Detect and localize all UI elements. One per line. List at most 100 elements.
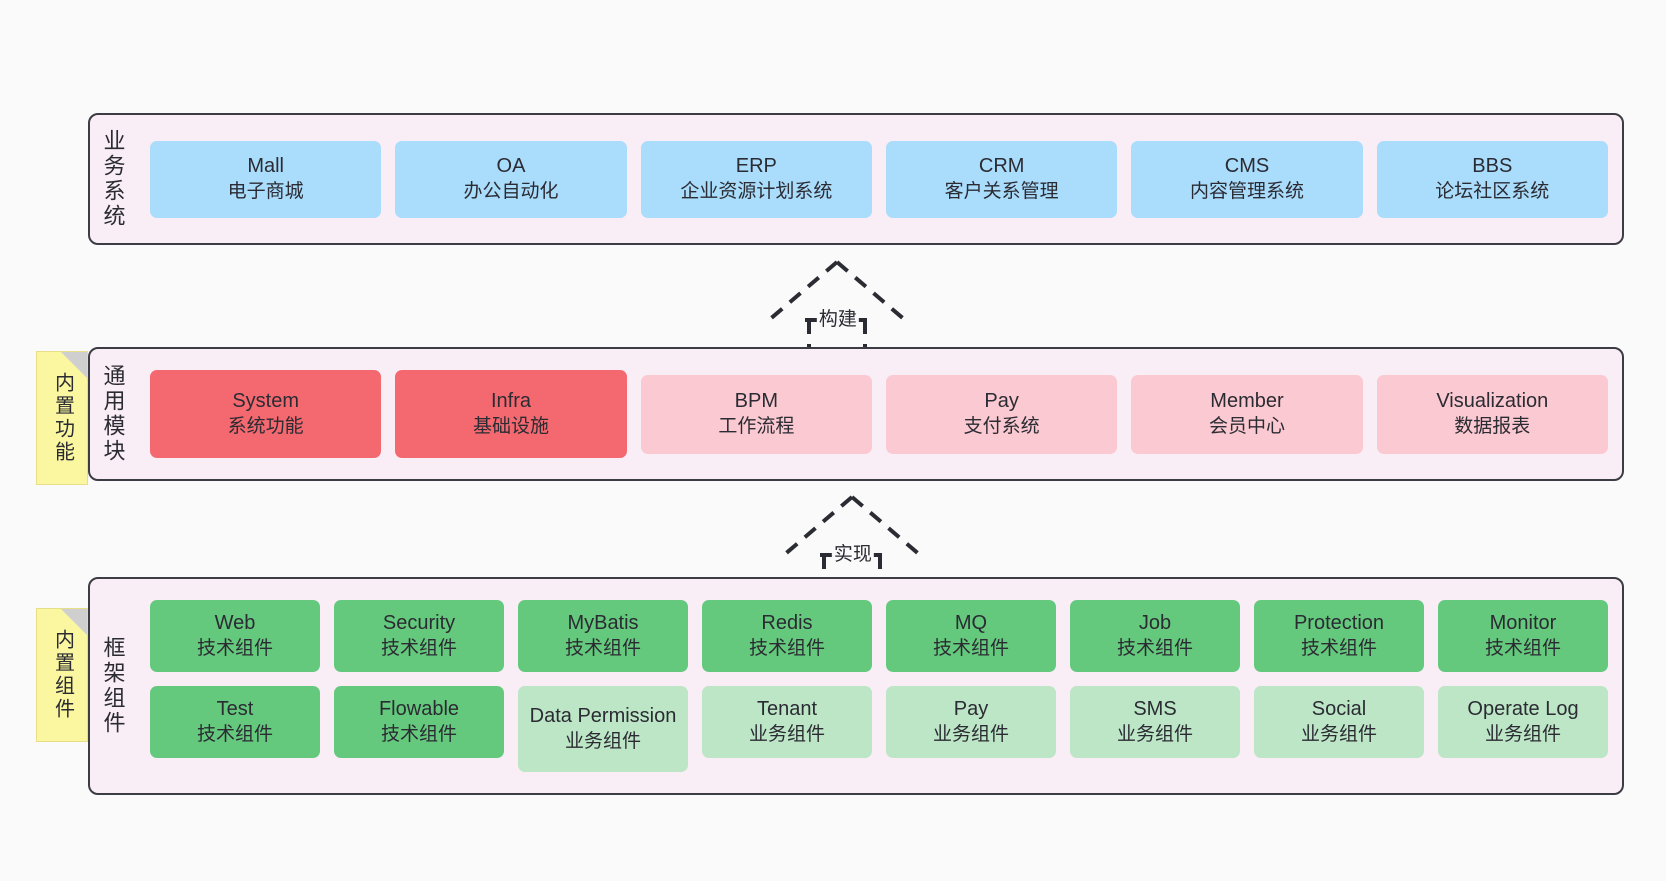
card-subtitle: 办公自动化 [463, 180, 559, 202]
connector-build: 构建 [757, 258, 917, 354]
card-title: OA [496, 155, 526, 178]
card-title: MyBatis [567, 612, 639, 635]
card-title: BPM [734, 390, 778, 413]
card-title: Member [1210, 390, 1284, 413]
layer-general-modules-title: 通用模块 [100, 364, 126, 464]
card-subtitle: 业务组件 [1300, 723, 1377, 745]
card-title: Social [1311, 698, 1367, 721]
card-subtitle: 基础设施 [472, 415, 549, 437]
card-title: Test [216, 698, 254, 721]
card-title: Tenant [756, 698, 818, 721]
card-title: Pay [984, 390, 1019, 413]
connector-build-label: 构建 [816, 304, 859, 331]
card-title: Security [382, 612, 456, 635]
card-title: Monitor [1489, 612, 1557, 635]
card-title: Infra [490, 390, 531, 413]
card-subtitle: 业务组件 [1116, 723, 1193, 745]
card-subtitle: 企业资源计划系统 [680, 180, 833, 202]
card-title: Mall [247, 155, 284, 178]
card-title: Operate Log [1467, 698, 1579, 721]
card-subtitle: 技术组件 [1116, 637, 1193, 659]
card-title: Redis [761, 612, 813, 635]
card-subtitle: 客户关系管理 [944, 180, 1059, 202]
card-subtitle: 电子商城 [227, 180, 304, 202]
card-subtitle: 技术组件 [1300, 637, 1377, 659]
connector-implement: 实现 [772, 493, 932, 589]
card-title: Data Permission [529, 705, 677, 728]
sticky-note-builtin-features-label: 内置功能 [51, 372, 74, 464]
layer-business-system-title: 业务系统 [100, 129, 126, 229]
card-subtitle: 数据报表 [1454, 415, 1531, 437]
card-subtitle: 内容管理系统 [1189, 180, 1304, 202]
card-title: BBS [1472, 155, 1513, 178]
card-subtitle: 系统功能 [227, 415, 304, 437]
card-subtitle: 业务组件 [748, 723, 825, 745]
card-subtitle: 会员中心 [1208, 415, 1285, 437]
card-title: CMS [1224, 155, 1270, 178]
folded-corner-icon [61, 352, 87, 378]
connector-implement-label: 实现 [831, 539, 874, 566]
card-subtitle: 技术组件 [932, 637, 1009, 659]
card-subtitle: 技术组件 [196, 637, 273, 659]
card-subtitle: 支付系统 [963, 415, 1040, 437]
card-subtitle: 技术组件 [564, 637, 641, 659]
card-subtitle: 业务组件 [564, 730, 641, 752]
card-title: Flowable [378, 698, 460, 721]
card-subtitle: 论坛社区系统 [1435, 180, 1550, 202]
card-title: ERP [735, 155, 777, 178]
card-subtitle: 技术组件 [748, 637, 825, 659]
card-title: Pay [953, 698, 989, 721]
layer-framework-components-title: 框架组件 [100, 636, 126, 736]
folded-corner-icon [61, 609, 87, 635]
card-subtitle: 业务组件 [1484, 723, 1561, 745]
card-subtitle: 业务组件 [932, 723, 1009, 745]
card-subtitle: 技术组件 [196, 723, 273, 745]
sticky-note-builtin-components: 内置组件 [36, 608, 88, 742]
card-subtitle: 工作流程 [718, 415, 795, 437]
card-subtitle: 技术组件 [380, 723, 457, 745]
card-title: MQ [954, 612, 988, 635]
card-subtitle: 技术组件 [380, 637, 457, 659]
card-title: SMS [1133, 698, 1177, 721]
card-title: Protection [1293, 612, 1385, 635]
card-title: CRM [978, 155, 1025, 178]
card-title: System [232, 390, 299, 413]
card-subtitle: 技术组件 [1484, 637, 1561, 659]
